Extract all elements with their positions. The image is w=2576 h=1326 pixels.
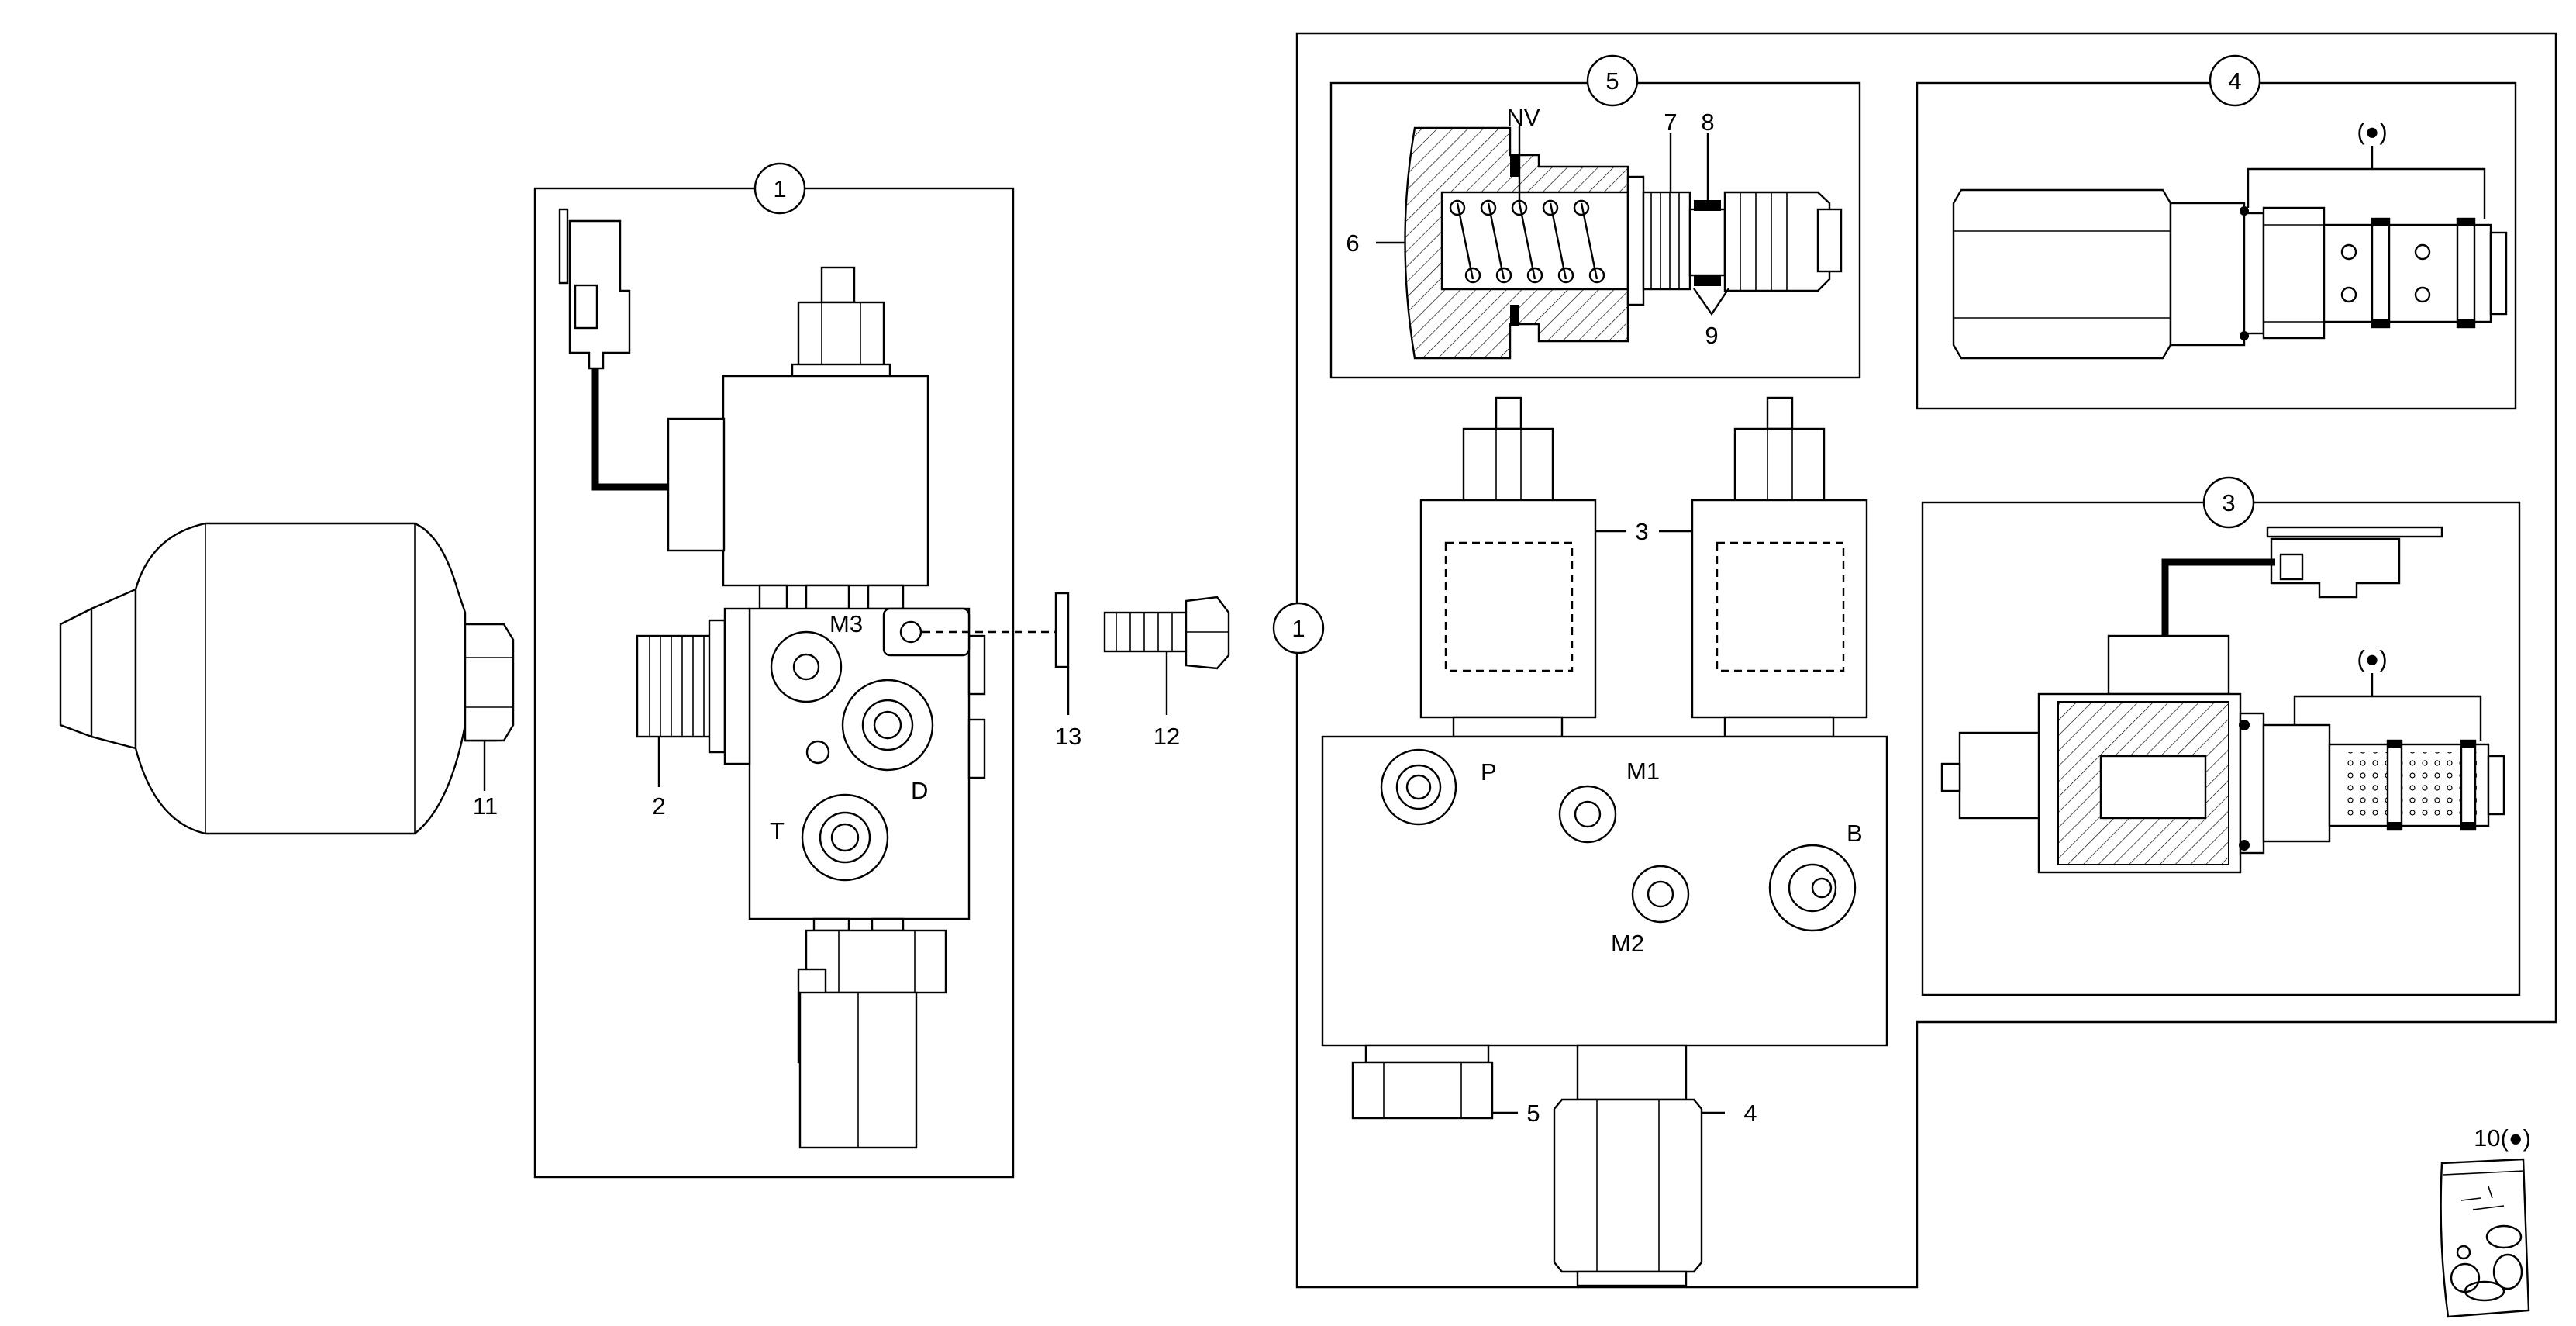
- callout-6: 6: [1346, 230, 1359, 257]
- callout-circle-3: [2202, 476, 2255, 529]
- port-label-t: T: [770, 817, 785, 844]
- callout-3-top: 3: [1635, 518, 1648, 545]
- callout-8: 8: [1701, 109, 1714, 136]
- solenoid-cartridge-section: [1940, 526, 2505, 874]
- callout-5-bottom: 5: [1526, 1100, 1540, 1127]
- callout-9: 9: [1705, 322, 1718, 349]
- callout-1-left: 1: [773, 175, 786, 202]
- callout-4-box: 4: [2228, 67, 2241, 95]
- frame-right-1: [1295, 32, 2557, 1289]
- valve-assembly-left: [558, 208, 986, 1149]
- callout-4-bottom: 4: [1743, 1100, 1757, 1127]
- callout-7: 7: [1664, 109, 1677, 136]
- screw-part: [1103, 596, 1230, 715]
- callout-circle-4: [2209, 54, 2261, 107]
- callout-11: 11: [473, 792, 498, 820]
- port-label-m1: M1: [1626, 758, 1660, 785]
- callout-circle-5: [1586, 54, 1639, 107]
- callout-nv: NV: [1506, 104, 1540, 131]
- callout-5-box: 5: [1605, 67, 1619, 95]
- callout-bullet-box4: (●): [2357, 118, 2387, 145]
- port-label-p: P: [1481, 758, 1497, 786]
- callout-2: 2: [652, 792, 665, 820]
- callout-3-box: 3: [2222, 489, 2235, 516]
- check-valve-section: [1376, 126, 1843, 360]
- port-label-b: B: [1847, 820, 1863, 847]
- port-label-m3: M3: [829, 610, 863, 637]
- callout-10: 10(●): [2474, 1124, 2531, 1152]
- callout-1-right: 1: [1291, 615, 1305, 642]
- callout-12: 12: [1154, 723, 1180, 750]
- callout-bullet-box3: (●): [2357, 645, 2387, 672]
- callout-13: 13: [1055, 723, 1081, 750]
- callout-circle-1-left: [753, 162, 806, 215]
- port-label-m2: M2: [1611, 930, 1644, 957]
- callout-circle-1-right: [1272, 602, 1325, 654]
- valve-block-right: [1321, 396, 1888, 1287]
- accumulator-part: [59, 522, 515, 835]
- seal-kit-bag: [2440, 1158, 2530, 1318]
- port-label-d: D: [911, 777, 928, 804]
- relief-valve-cartridge: [1952, 146, 2508, 360]
- washer-part: [1054, 592, 1070, 715]
